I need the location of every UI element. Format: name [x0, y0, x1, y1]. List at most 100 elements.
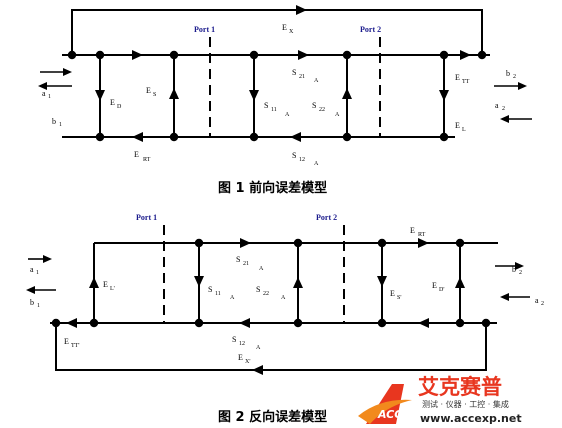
fig2-ex-label: E [238, 353, 243, 362]
fig1-arrow-upper-2 [298, 50, 309, 60]
brand-logo: ACCEXP 艾克赛普 测试 · 仪器 · 工控 · 集成 www.accexp… [358, 375, 522, 425]
fig1-arrow-lower-1 [132, 132, 143, 142]
fig1-ex-label: E [282, 23, 287, 32]
fig1-el-label: E [455, 121, 460, 130]
fig1-labels: Port 1 Port 2 E X a 1 b 1 b 2 a 2 E D E … [42, 23, 516, 196]
svg-text:X: X [289, 29, 294, 35]
fig1-b1-label: b [52, 117, 56, 126]
svg-text:ACCEXP: ACCEXP [377, 408, 426, 421]
fig1-es-label: E [146, 86, 151, 95]
svg-text:12: 12 [299, 157, 305, 163]
fig1-ert-label: E [134, 150, 139, 159]
svg-text:TT': TT' [71, 343, 79, 349]
fig1-ett-label: E [455, 73, 460, 82]
svg-text:2: 2 [502, 106, 505, 112]
fig1-s11-label: S [264, 101, 268, 110]
fig2-arrowheads [66, 238, 465, 375]
fig1-arrowheads [95, 5, 471, 142]
svg-text:L': L' [110, 286, 115, 292]
fig2-arrow-lower-1 [66, 318, 77, 328]
fig2-b1-label: b [30, 298, 34, 307]
fig2-ert-label: E [410, 226, 415, 235]
fig2-s22-label: S [256, 285, 260, 294]
fig2-s12-label: S [232, 335, 236, 344]
fig1-arrow-lower-2 [290, 132, 301, 142]
figure2-reverse-model [50, 225, 498, 371]
svg-text:D: D [117, 104, 122, 110]
fig1-b2-label: b [506, 69, 510, 78]
svg-text:21: 21 [243, 261, 249, 267]
fig2-labels: Port 1 Port 2 E RT a 1 b 1 b 2 a 2 E L' … [30, 213, 544, 425]
fig2-arrow-ed [455, 277, 465, 288]
fig1-caption: 图 1 前向误差模型 [218, 180, 327, 196]
svg-text:A: A [230, 295, 235, 301]
fig2-a2-label: a [535, 296, 539, 305]
fig2-arrow-lower-3 [418, 318, 429, 328]
logo-name: 艾克赛普 [418, 375, 502, 399]
fig2-port2-label: Port 2 [316, 213, 337, 222]
fig1-arrow-upper-3 [460, 50, 471, 60]
fig1-s12-label: S [292, 151, 296, 160]
svg-text:21: 21 [299, 74, 305, 80]
fig2-a1-label: a [30, 265, 34, 274]
fig1-a2-label: a [495, 101, 499, 110]
fig2-arrow-el [89, 277, 99, 288]
fig1-arrow-s22 [342, 88, 352, 99]
svg-text:A: A [285, 112, 290, 118]
fig2-el-label: E [103, 280, 108, 289]
fig2-s21-label: S [236, 255, 240, 264]
svg-text:A: A [314, 78, 319, 84]
fig1-arrow-upper-1 [132, 50, 143, 60]
logo-url: www.accexp.net [420, 412, 522, 425]
svg-text:11: 11 [215, 291, 221, 297]
fig2-arrow-s11 [194, 276, 204, 287]
fig2-arrow-lower-2 [239, 318, 250, 328]
fig2-arrow-upper-2 [418, 238, 429, 248]
logo-tagline: 测试 · 仪器 · 工控 · 集成 [422, 399, 509, 409]
fig2-nodes [51, 238, 491, 328]
svg-text:S: S [153, 92, 156, 98]
fig2-crosstalk-path [55, 323, 487, 371]
svg-text:RT: RT [143, 157, 151, 163]
svg-text:11: 11 [271, 107, 277, 113]
svg-text:22: 22 [319, 107, 325, 113]
fig1-arrow-ex [296, 5, 307, 15]
svg-text:S': S' [397, 295, 401, 301]
fig2-ett-label: E [64, 337, 69, 346]
fig1-s21-label: S [292, 68, 296, 77]
svg-text:D': D' [439, 287, 444, 293]
fig2-s11-label: S [208, 285, 212, 294]
fig1-crosstalk-path [71, 9, 483, 55]
fig2-es-label: E [390, 289, 395, 298]
svg-text:2: 2 [513, 74, 516, 80]
svg-text:A: A [335, 112, 340, 118]
fig1-nodes [67, 50, 487, 142]
svg-text:2: 2 [541, 301, 544, 307]
fig2-ed-label: E [432, 281, 437, 290]
fig1-port2-label: Port 2 [360, 25, 381, 34]
fig1-port1-label: Port 1 [194, 25, 215, 34]
svg-text:1: 1 [48, 94, 51, 100]
fig1-arrow-ed [95, 90, 105, 101]
svg-text:1: 1 [59, 122, 62, 128]
svg-text:X': X' [245, 359, 250, 365]
svg-text:A: A [314, 161, 319, 167]
fig1-ed-label: E [110, 98, 115, 107]
svg-text:12: 12 [239, 341, 245, 347]
fig1-arrow-el [439, 90, 449, 101]
svg-text:22: 22 [263, 291, 269, 297]
fig2-arrow-ex [252, 365, 263, 375]
fig2-arrow-upper-1 [240, 238, 251, 248]
fig1-s22-label: S [312, 101, 316, 110]
svg-text:A: A [259, 266, 264, 272]
svg-text:TT: TT [462, 79, 470, 85]
logo-mark-icon: ACCEXP [358, 384, 426, 424]
fig1-a1-label: a [42, 89, 46, 98]
fig2-arrow-s22 [293, 277, 303, 288]
svg-text:A: A [281, 295, 286, 301]
fig2-arrow-es [377, 276, 387, 287]
fig1-arrow-es [169, 88, 179, 99]
svg-text:1: 1 [37, 303, 40, 309]
svg-text:L: L [462, 127, 466, 133]
